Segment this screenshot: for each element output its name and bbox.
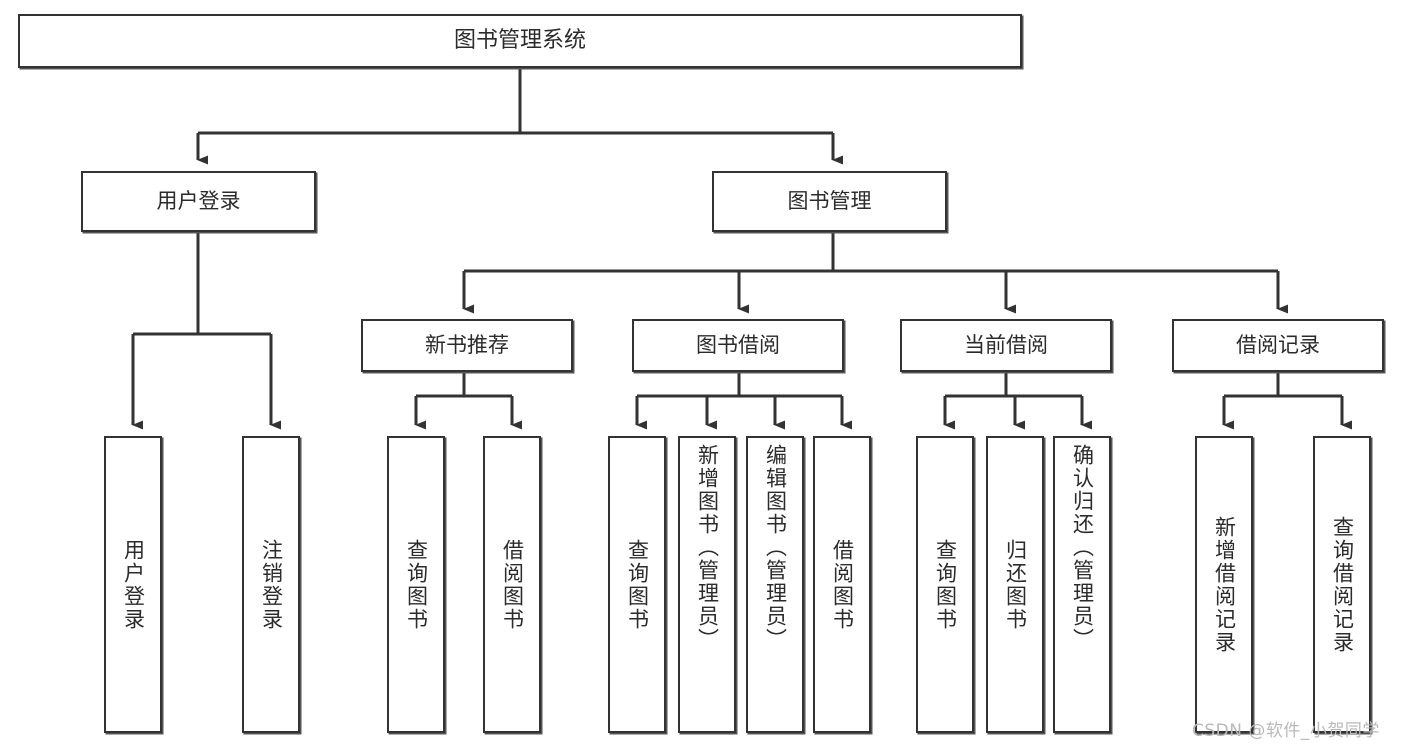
node-label: 查询图书 <box>625 538 650 631</box>
leaf-return-book[interactable]: 归还图书 <box>986 436 1044 733</box>
leaf-query-book-borrow[interactable]: 查询图书 <box>608 436 666 733</box>
leaf-logout[interactable]: 注销登录 <box>242 436 300 733</box>
node-current-borrow[interactable]: 当前借阅 <box>900 319 1112 372</box>
node-label: 借阅记录 <box>1236 333 1320 358</box>
leaf-confirm-return-admin[interactable]: 确认归还（管理员） <box>1053 436 1111 733</box>
leaf-query-book-current[interactable]: 查询图书 <box>916 436 974 733</box>
node-label: 用户登录 <box>121 538 146 631</box>
leaf-borrow-book-new-book[interactable]: 借阅图书 <box>483 436 541 733</box>
node-book-management[interactable]: 图书管理 <box>712 171 947 232</box>
leaf-user-login[interactable]: 用户登录 <box>104 436 162 733</box>
node-label: 归还图书 <box>1003 538 1028 631</box>
node-label: 当前借阅 <box>964 333 1048 358</box>
leaf-query-borrow-record[interactable]: 查询借阅记录 <box>1313 436 1371 733</box>
leaf-edit-book-admin[interactable]: 编辑图书（管理员） <box>746 436 804 733</box>
node-label: 用户登录 <box>156 189 241 214</box>
node-label: 图书管理系统 <box>453 28 586 54</box>
node-label: 新书推荐 <box>425 333 509 358</box>
leaf-add-book-admin[interactable]: 新增图书（管理员） <box>678 436 736 733</box>
leaf-borrow-book-borrow[interactable]: 借阅图书 <box>813 436 871 733</box>
node-label: 查询图书 <box>933 538 958 631</box>
node-label: 图书管理 <box>787 189 872 214</box>
node-label: 查询借阅记录 <box>1330 515 1355 654</box>
csdn-watermark: CSDN @软件_小贺同学 <box>1192 721 1380 741</box>
node-label: 借阅图书 <box>830 538 855 631</box>
node-label: 图书借阅 <box>696 333 780 358</box>
leaf-query-book-new-book[interactable]: 查询图书 <box>387 436 445 733</box>
node-label: 查询图书 <box>404 538 429 631</box>
node-label: 编辑图书（管理员） <box>763 444 788 651</box>
node-borrow-record[interactable]: 借阅记录 <box>1172 319 1384 372</box>
node-label: 新增图书（管理员） <box>695 444 720 651</box>
node-label: 新增借阅记录 <box>1212 515 1237 654</box>
node-book-borrow[interactable]: 图书借阅 <box>632 319 844 372</box>
node-root-book-management-system[interactable]: 图书管理系统 <box>18 14 1022 68</box>
node-label: 确认归还（管理员） <box>1070 444 1095 651</box>
leaf-add-borrow-record[interactable]: 新增借阅记录 <box>1195 436 1253 733</box>
node-user-login[interactable]: 用户登录 <box>81 171 316 232</box>
node-new-book-recommend[interactable]: 新书推荐 <box>361 319 573 372</box>
node-label: 注销登录 <box>259 538 284 631</box>
node-label: 借阅图书 <box>500 538 525 631</box>
